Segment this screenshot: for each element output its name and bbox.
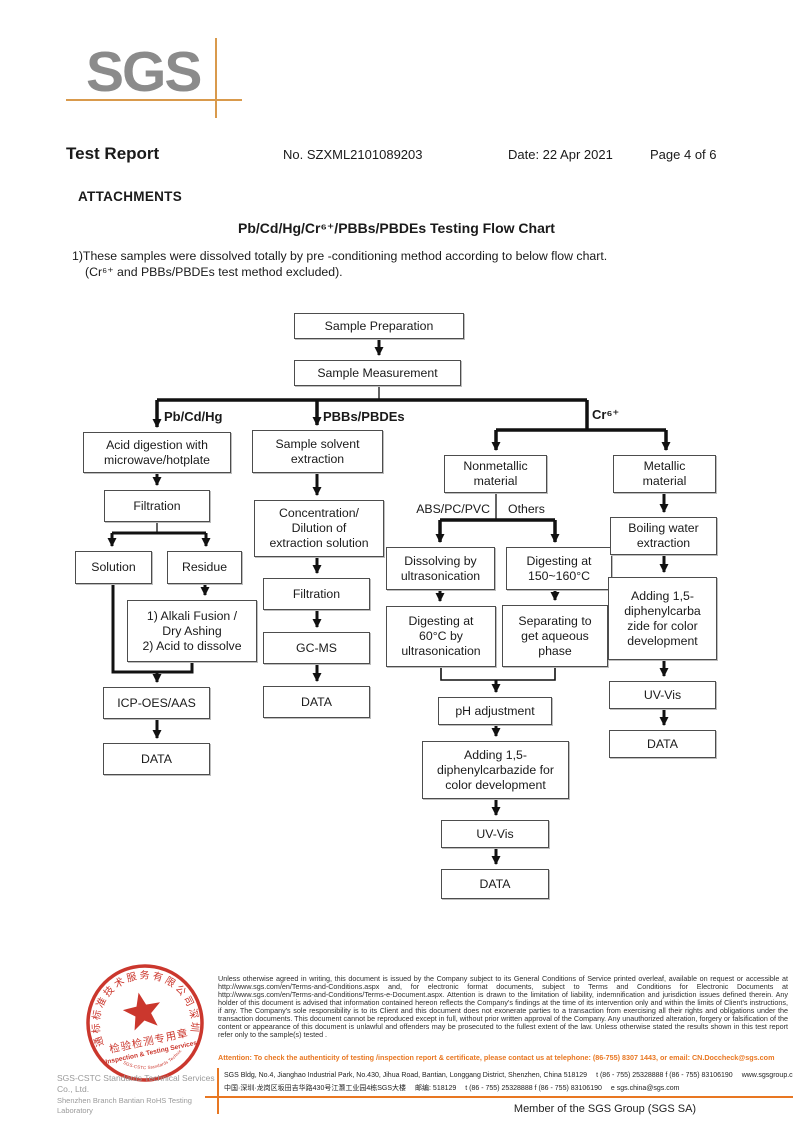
flow-connectors [107,339,671,865]
flow-node-acid-digestion: Acid digestion with microwave/hotplate [83,432,231,473]
stamp-star-icon [122,992,161,1031]
website: www.sgsgroup.com.cn [741,1072,793,1079]
footer-crosshair-vertical [217,1068,219,1114]
attachments-heading: ATTACHMENTS [78,189,183,204]
footer-crosshair-horizontal [205,1096,793,1098]
flow-node-digesting-150-160: Digesting at 150~160°C [506,547,612,590]
flow-node-ph-adjustment: pH adjustment [438,697,552,725]
attention-text: Attention: To check the authenticity of … [218,1053,775,1062]
split-label-abs-pc-pvc: ABS/PC/PVC [416,502,490,516]
flow-node-adding-diphenylcarbazide: Adding 1,5- diphenylcarbazide for color … [422,741,569,799]
phone-fax-cn: t (86 - 755) 25328888 f (86 - 755) 83106… [465,1085,602,1092]
flow-node-uv-vis-2: UV-Vis [609,681,716,709]
company-name-block: SGS-CSTC Standards Technical Services Co… [57,1073,227,1116]
sgs-logo: SGS [86,40,202,104]
flow-node-gc-ms: GC-MS [263,632,370,664]
flow-node-icp-oes-aas: ICP-OES/AAS [103,687,210,719]
report-number: No. SZXML2101089203 [283,147,423,162]
logo-crosshair-vertical [215,38,217,118]
address-row-cn: 中国·深圳·龙岗区坂田吉华路430号江灏工业园4栋SGS大楼 邮编: 51812… [224,1083,679,1093]
flow-node-nonmetallic-material: Nonmetallic material [444,455,547,493]
flow-node-data-4: DATA [609,730,716,758]
testing-flow-chart: Pb/Cd/Hg PBBs/PBDEs Cr⁶⁺ ABS/PC/PVC Othe… [59,305,735,905]
flow-node-sample-measurement: Sample Measurement [294,360,461,386]
flow-node-data-3: DATA [441,869,549,899]
flow-node-filtration-1: Filtration [104,490,210,522]
flow-node-data-2: DATA [263,686,370,718]
flow-node-digesting-60: Digesting at 60°C by ultrasonication [386,606,496,667]
flow-chart-title: Pb/Cd/Hg/Cr⁶⁺/PBBs/PBDEs Testing Flow Ch… [238,220,555,236]
split-label-others: Others [508,502,545,516]
flow-node-solution: Solution [75,551,152,584]
address-cn: 中国·深圳·龙岗区坂田吉华路430号江灏工业园4栋SGS大楼 [224,1085,407,1092]
branch-label-pb-cd-hg: Pb/Cd/Hg [164,409,223,424]
company-name-line-1: SGS-CSTC Standards Technical Services Co… [57,1073,215,1095]
flow-node-uv-vis-1: UV-Vis [441,820,549,848]
flow-node-data-1: DATA [103,743,210,775]
branch-label-pbbs-pbdes: PBBs/PBDEs [323,409,405,424]
inspection-stamp: 通标标准技术服务有限公司深圳分公司 SGS-CSTC Standards Tec… [82,960,204,1083]
address-row-en: SGS Bldg, No.4, Jianghao Industrial Park… [224,1072,793,1079]
legal-terms-text: Unless otherwise agreed in writing, this… [218,974,788,1040]
company-name-line-2: Shenzhen Branch Bantian RoHS Testing Lab… [57,1095,192,1116]
logo-crosshair-horizontal [66,99,242,101]
flow-node-residue: Residue [167,551,242,584]
postcode: 邮编: 518129 [415,1085,457,1092]
flow-node-adding-diphenylcarbazide-metal: Adding 1,5- diphenylcarba zide for color… [608,577,717,660]
flow-node-solvent-extraction: Sample solvent extraction [252,430,383,473]
flow-node-boiling-water: Boiling water extraction [610,517,717,555]
report-date: Date: 22 Apr 2021 [508,147,613,162]
flow-node-metallic-material: Metallic material [613,455,716,493]
note-line-1: 1)These samples were dissolved totally b… [72,249,608,263]
flow-node-concentration-dilution: Concentration/ Dilution of extraction so… [254,500,384,557]
address-en: SGS Bldg, No.4, Jianghao Industrial Park… [224,1072,588,1079]
member-line: Member of the SGS Group (SGS SA) [513,1103,697,1115]
flow-node-dissolving-ultrasonication: Dissolving by ultrasonication [386,547,495,590]
phone-fax-en: t (86 - 755) 25328888 f (86 - 755) 83106… [596,1072,733,1079]
email: e sgs.china@sgs.com [610,1085,680,1092]
page-indicator: Page 4 of 6 [650,147,717,162]
flow-node-filtration-2: Filtration [263,578,370,610]
flow-node-separating-aqueous: Separating to get aqueous phase [502,605,608,667]
note-line-2: (Cr⁶⁺ and PBBs/PBDEs test method exclude… [85,265,343,279]
report-title: Test Report [66,144,160,163]
branch-label-cr6: Cr⁶⁺ [592,407,620,422]
flow-node-sample-preparation: Sample Preparation [294,313,464,339]
flow-node-alkali-fusion: 1) Alkali Fusion / Dry Ashing 2) Acid to… [127,600,257,662]
